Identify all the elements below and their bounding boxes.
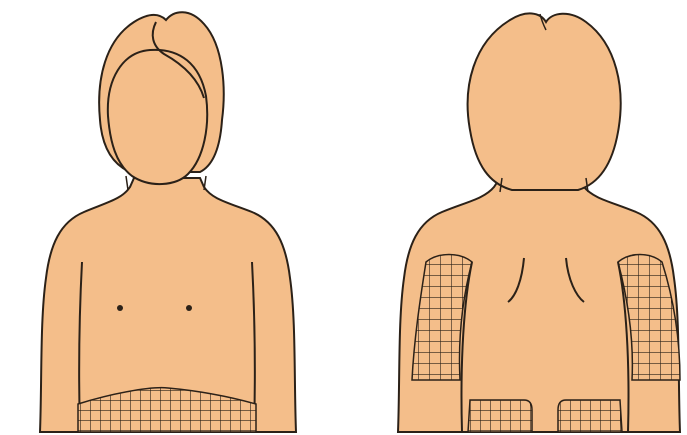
- front-left-nipple: [117, 305, 123, 311]
- front-view: [40, 12, 296, 432]
- back-head: [468, 13, 621, 190]
- back-right-buttock-region: [558, 400, 622, 432]
- back-view: [398, 13, 680, 432]
- front-face: [108, 50, 207, 184]
- front-right-nipple: [186, 305, 192, 311]
- back-left-buttock-region: [468, 400, 532, 432]
